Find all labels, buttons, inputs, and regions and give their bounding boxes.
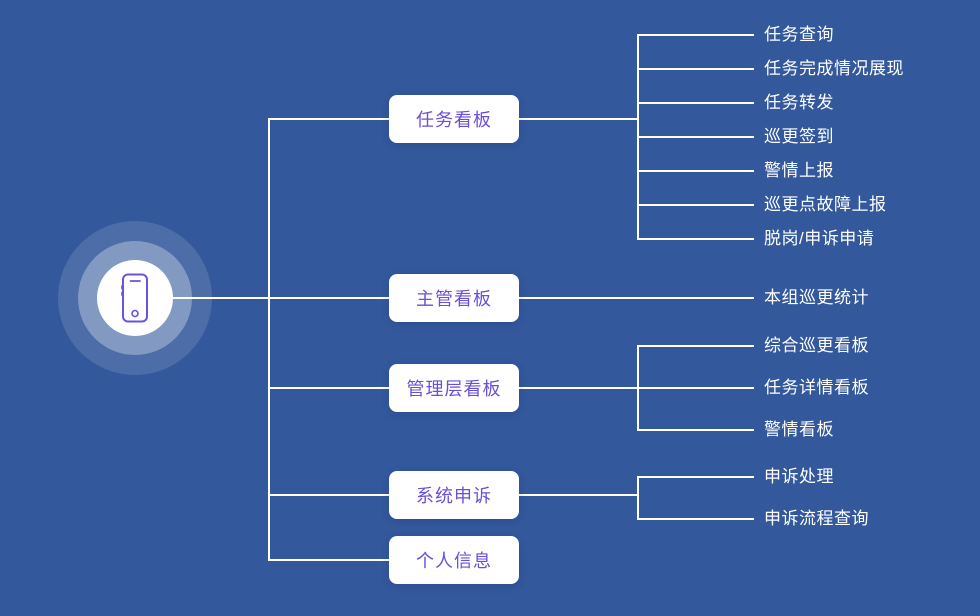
leaf-line	[637, 204, 754, 206]
branch-node-label: 系统申诉	[416, 486, 492, 506]
leaf-appeal-handling: 申诉处理	[764, 467, 834, 486]
leaf-task-forward: 任务转发	[764, 93, 834, 112]
branch-node-label: 任务看板	[416, 110, 492, 130]
leaf-offpost-appeal: 脱岗/申诉申请	[764, 229, 875, 248]
management-board-out-line	[519, 387, 754, 389]
branch-node-management-board: 管理层看板	[389, 364, 519, 412]
branch-line-system-appeal	[268, 494, 390, 496]
leaf-line	[637, 518, 754, 520]
root-node	[97, 260, 173, 336]
task-board-out-line	[519, 118, 639, 120]
leaf-patrol-point-fault: 巡更点故障上报	[764, 195, 887, 214]
leaf-line	[637, 170, 754, 172]
branch-node-personal-info: 个人信息	[389, 536, 519, 584]
leaf-task-detail-board: 任务详情看板	[764, 378, 869, 397]
branch-node-system-appeal: 系统申诉	[389, 471, 519, 519]
trunk-line	[268, 118, 270, 561]
leaf-line	[637, 136, 754, 138]
leaf-appeal-flow-query: 申诉流程查询	[764, 509, 869, 528]
management-board-children-spine	[637, 345, 639, 431]
supervisor-board-leaf-line	[519, 297, 754, 299]
leaf-task-query: 任务查询	[764, 25, 834, 44]
leaf-alarm-report: 警情上报	[764, 161, 834, 180]
leaf-line	[637, 345, 754, 347]
leaf-line	[637, 476, 754, 478]
leaf-alarm-board: 警情看板	[764, 420, 834, 439]
branch-node-label: 管理层看板	[406, 379, 502, 399]
branch-line-task-board	[268, 118, 390, 120]
leaf-line	[637, 68, 754, 70]
branch-node-label: 主管看板	[416, 289, 492, 309]
system-appeal-out-line	[519, 494, 639, 496]
leaf-line	[637, 238, 754, 240]
root-connector-line	[172, 297, 390, 299]
leaf-group-patrol-stats: 本组巡更统计	[764, 288, 869, 307]
leaf-line	[637, 429, 754, 431]
branch-node-task-board: 任务看板	[389, 95, 519, 143]
leaf-task-completion-view: 任务完成情况展现	[764, 59, 904, 78]
branch-line-management-board	[268, 387, 390, 389]
system-appeal-children-spine	[637, 476, 639, 520]
leaf-line	[637, 34, 754, 36]
leaf-line	[637, 102, 754, 104]
branch-line-personal-info	[268, 559, 390, 561]
leaf-patrol-checkin: 巡更签到	[764, 127, 834, 146]
branch-node-supervisor-board: 主管看板	[389, 274, 519, 322]
leaf-综合-patrol-board: 综合巡更看板	[764, 336, 869, 355]
branch-node-label: 个人信息	[416, 551, 492, 571]
smartphone-icon	[121, 273, 148, 323]
